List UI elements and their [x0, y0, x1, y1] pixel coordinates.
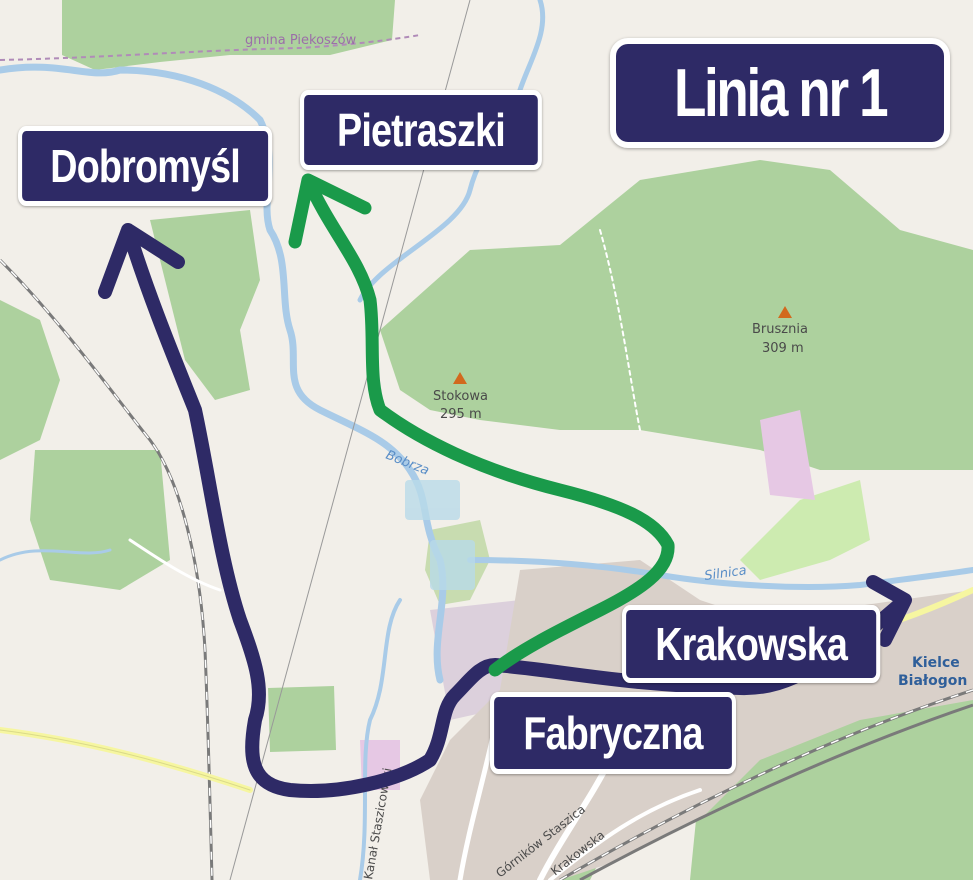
stokowa-label: Stokowa — [433, 389, 488, 404]
stop-badge-pietraszki: Pietraszki — [300, 90, 542, 170]
route-line-1-green — [288, 173, 675, 677]
silnica-river-label: Silnica — [703, 563, 747, 584]
route-line-1-blue — [98, 223, 912, 798]
line-title-badge: Linia nr 1 — [610, 38, 950, 148]
stop-badge-dobromysl: Dobromyśl — [18, 126, 273, 206]
railway-dashes — [0, 259, 973, 880]
stop-label-fabryczna: Fabryczna — [523, 707, 703, 759]
stokowa-peak-icon — [453, 372, 467, 384]
gmina-label: gmina Piekoszów — [245, 33, 357, 48]
brusznia-peak-icon — [778, 306, 792, 318]
brusznia-label: Brusznia — [752, 322, 808, 337]
kielce-label: Kielce — [912, 655, 960, 671]
bialogon-label: Białogon — [898, 673, 967, 689]
stop-badge-fabryczna: Fabryczna — [490, 692, 736, 774]
line-title: Linia nr 1 — [673, 55, 889, 131]
brusznia-height-label: 309 m — [762, 341, 804, 356]
stop-badge-krakowska: Krakowska — [622, 605, 881, 683]
stop-label-krakowska: Krakowska — [655, 618, 848, 670]
wetlands — [405, 480, 475, 590]
stop-label-pietraszki: Pietraszki — [336, 104, 506, 156]
admin-boundary — [0, 34, 421, 61]
stop-label-dobromysl: Dobromyśl — [50, 140, 240, 192]
stokowa-height-label: 295 m — [440, 407, 482, 422]
